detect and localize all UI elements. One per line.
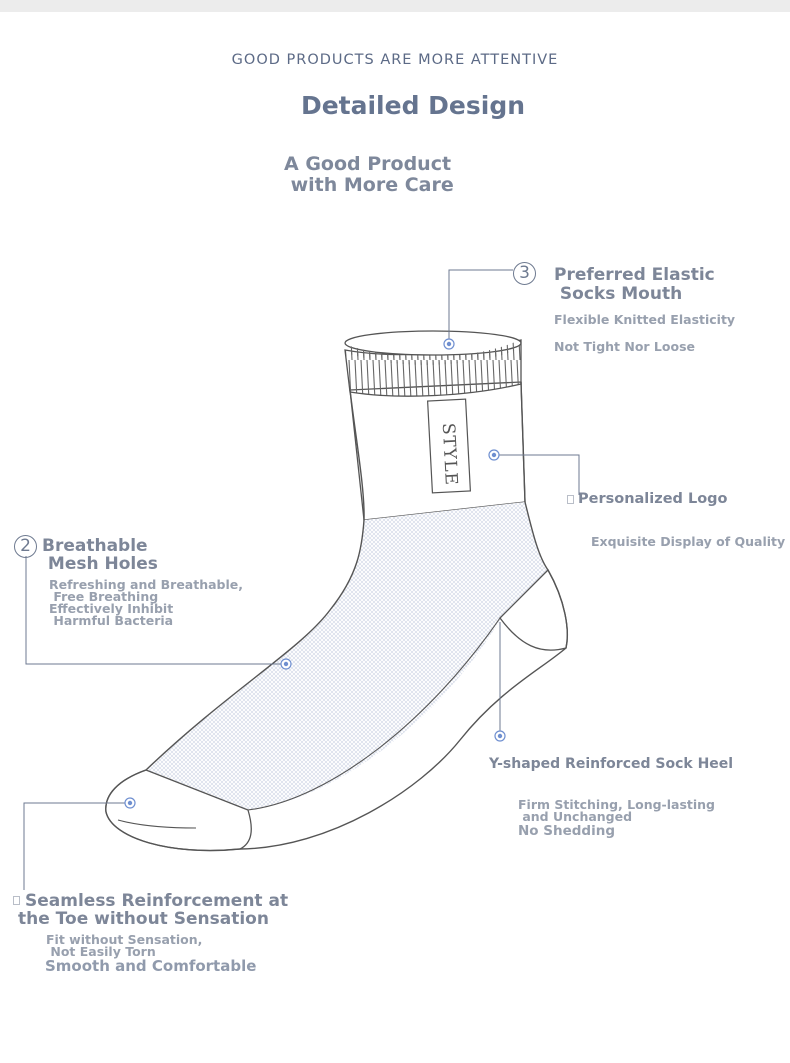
marker-mesh: [280, 658, 292, 670]
mesh-desc-line4: Harmful Bacteria: [49, 613, 174, 628]
callout-markers: [124, 338, 506, 809]
logo-desc: Exquisite Display of Quality Lif: [591, 534, 790, 549]
subtitle-line1: A Good Product: [284, 153, 452, 175]
heel-desc-line3: No Shedding: [518, 823, 615, 839]
sock-outline: [105, 381, 568, 852]
heel-desc-line1: Firm Stitching, Long-lasting: [518, 797, 715, 812]
socks-mouth-desc-line2: Not Tight Nor Loose: [554, 339, 695, 354]
tagline: GOOD PRODUCTS ARE MORE ATTENTIVE: [231, 52, 559, 68]
number-badge-2: 2: [14, 535, 37, 558]
sock-opening: [344, 330, 522, 356]
mesh-desc-line2: Free Breathing: [49, 589, 159, 604]
socks-mouth-title-line1: Preferred Elastic: [554, 265, 715, 285]
socks-mouth-title-line2: Socks Mouth: [554, 284, 683, 304]
page-title: Detailed Design: [300, 91, 526, 120]
sock-mesh-body: [146, 502, 548, 810]
subtitle-line2: with More Care: [284, 174, 454, 196]
mesh-desc-line1: Refreshing and Breathable,: [49, 577, 244, 592]
toe-desc-line3: Smooth and Comfortable: [45, 957, 257, 975]
mesh-title-line1: Breathable: [42, 536, 148, 556]
toe-bullet-icon: [13, 896, 20, 905]
logo-title: Personalized Logo: [578, 491, 728, 507]
style-label-text: STYLE: [437, 422, 461, 487]
marker-logo: [488, 449, 500, 461]
mesh-title-line2: Mesh Holes: [42, 554, 158, 574]
heel-title: Y-shaped Reinforced Sock Heel: [489, 756, 734, 772]
socks-mouth-desc-line1: Flexible Knitted Elasticity: [554, 312, 736, 327]
number-badge-3: 3: [513, 262, 536, 285]
toe-title-line1: Seamless Reinforcement at: [25, 891, 289, 911]
mesh-desc-line3: Effectively Inhibit: [49, 601, 174, 616]
toe-desc-line1: Fit without Sensation,: [46, 932, 203, 947]
heel-desc-line2: and Unchanged: [518, 809, 633, 824]
toe-title-line2: the Toe without Sensation: [18, 909, 269, 929]
toe-desc-line2: Not Easily Torn: [46, 944, 156, 959]
marker-heel: [494, 730, 506, 742]
logo-bullet-icon: [567, 495, 574, 504]
marker-toe: [124, 797, 136, 809]
style-label: [426, 398, 472, 494]
top-bar: [0, 0, 790, 12]
marker-socks-mouth: [443, 338, 455, 350]
